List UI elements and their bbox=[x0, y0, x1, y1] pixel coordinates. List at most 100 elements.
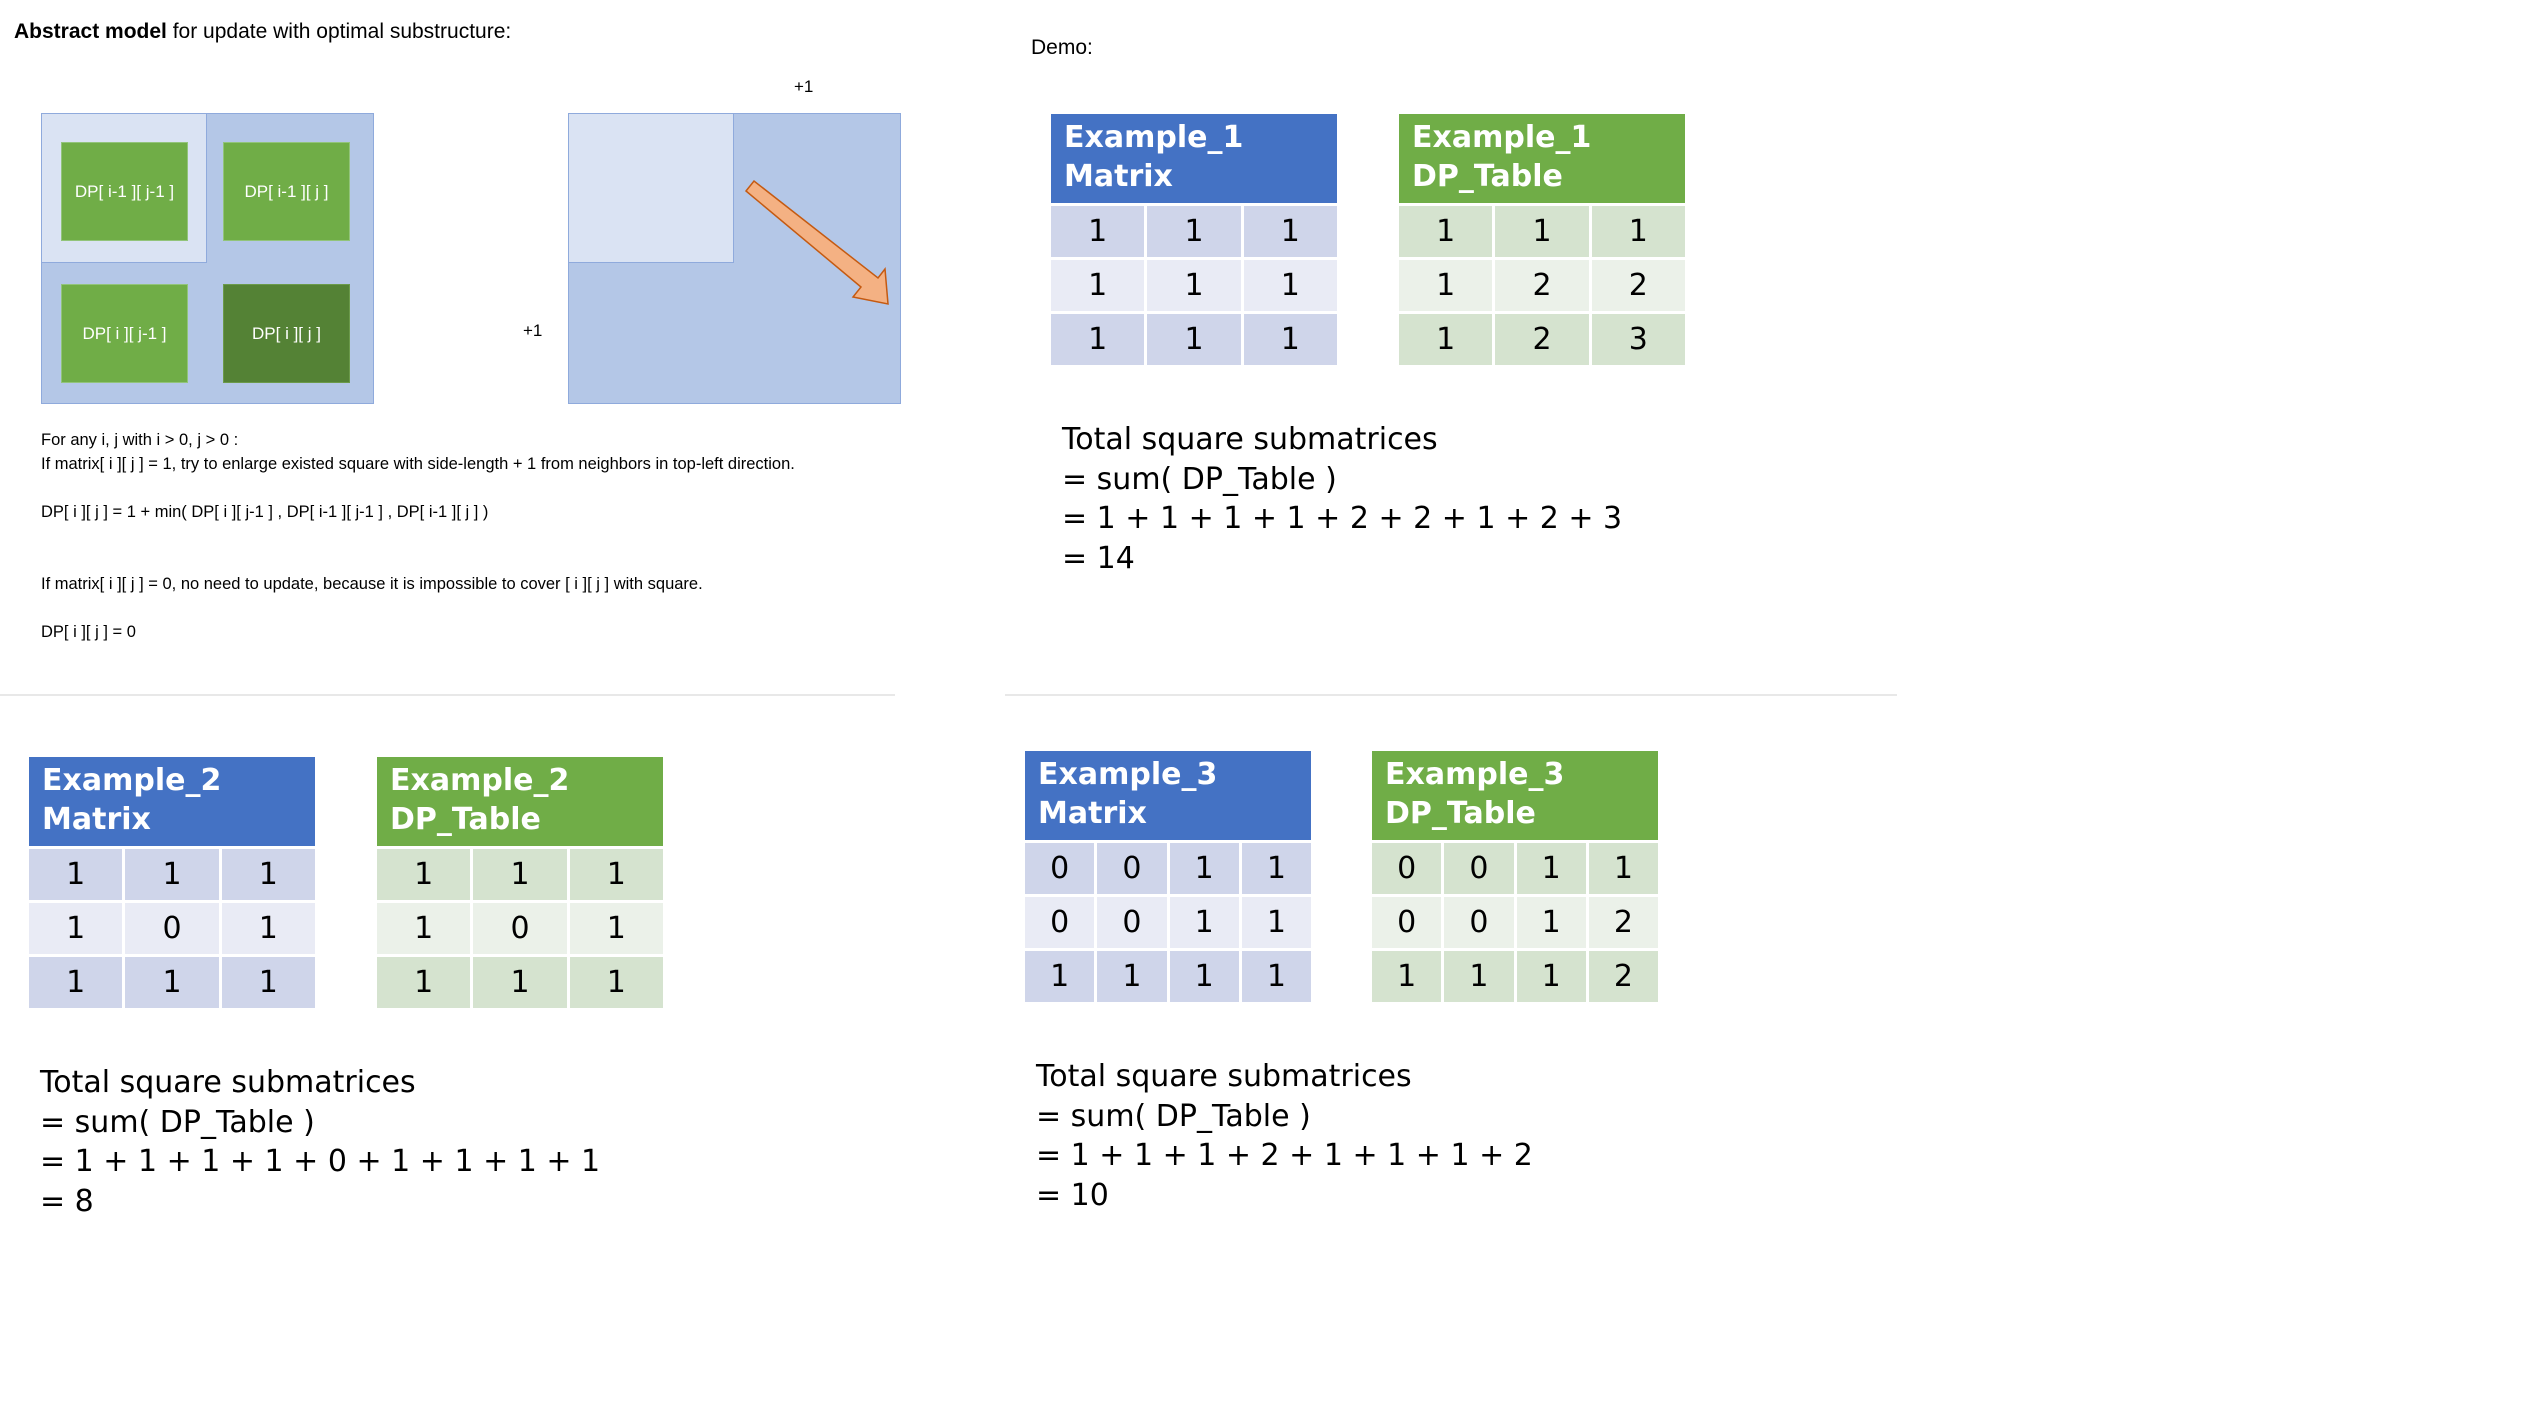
table-cell: 1 bbox=[1238, 894, 1315, 951]
dp-cell-bottom-left: DP[ i ][ j-1 ] bbox=[61, 284, 188, 383]
example2-matrix-title: Example_2 bbox=[42, 763, 222, 798]
example2-dp-table: 1 1 1 1 0 1 1 1 1 bbox=[373, 846, 667, 1011]
table-cell: 1 bbox=[122, 846, 222, 903]
example1-calculation: Total square submatrices = sum( DP_Table… bbox=[1062, 420, 1622, 578]
calc-line: Total square submatrices bbox=[1062, 422, 1438, 457]
table-row: 0 0 1 1 bbox=[1021, 840, 1315, 897]
note-rule-one: If matrix[ i ][ j ] = 1, try to enlarge … bbox=[41, 455, 795, 473]
table-cell: 2 bbox=[1585, 894, 1662, 951]
table-cell: 1 bbox=[373, 900, 474, 957]
table-cell: 1 bbox=[1585, 840, 1662, 897]
table-cell: 1 bbox=[566, 846, 667, 903]
plus-one-label-left: +1 bbox=[523, 321, 543, 340]
example3-dp-table: 0 0 1 1 0 0 1 2 1 1 1 2 bbox=[1368, 840, 1662, 1005]
example1-dp-title: Example_1 bbox=[1412, 120, 1592, 155]
table-cell: 1 bbox=[1144, 203, 1244, 260]
table-cell: 1 bbox=[373, 954, 474, 1011]
dp-cell-top-left: DP[ i-1 ][ j-1 ] bbox=[61, 142, 188, 241]
table-cell: 1 bbox=[1047, 311, 1148, 368]
table-cell: 1 bbox=[1513, 894, 1589, 951]
note-condition: For any i, j with i > 0, j > 0 : bbox=[41, 431, 239, 449]
table-cell: 1 bbox=[1166, 894, 1242, 951]
table-cell: 1 bbox=[1144, 311, 1244, 368]
example1-dp-table: 1 1 1 1 2 2 1 2 3 bbox=[1395, 203, 1689, 368]
page-title-rest: for update with optimal substructure: bbox=[166, 20, 512, 43]
table-cell: 1 bbox=[1166, 948, 1242, 1005]
table-cell: 0 bbox=[470, 900, 570, 957]
table-cell: 0 bbox=[1368, 840, 1445, 897]
table-row: 1 1 1 bbox=[25, 846, 319, 903]
table-cell: 1 bbox=[1144, 257, 1244, 314]
example3-matrix-subtitle: Matrix bbox=[1038, 796, 1147, 831]
plus-one-label-top: +1 bbox=[794, 77, 814, 96]
note-formula-zero: DP[ i ][ j ] = 0 bbox=[41, 623, 136, 641]
table-cell: 1 bbox=[1238, 840, 1315, 897]
example3-matrix-header: Example_3 Matrix bbox=[1025, 751, 1311, 840]
calc-line: = sum( DP_Table ) bbox=[1036, 1098, 1311, 1134]
table-row: 0 0 1 1 bbox=[1021, 894, 1315, 951]
calc-line: = 1 + 1 + 1 + 2 + 1 + 1 + 1 + 2 bbox=[1036, 1138, 1533, 1173]
table-cell: 1 bbox=[566, 900, 667, 957]
table-cell: 3 bbox=[1588, 311, 1689, 368]
table-cell: 0 bbox=[1021, 894, 1098, 951]
divider-left bbox=[0, 694, 895, 696]
calc-line: Total square submatrices bbox=[1036, 1059, 1412, 1094]
calc-line: = 10 bbox=[1036, 1177, 1109, 1213]
table-cell: 1 bbox=[1047, 257, 1148, 314]
example3-matrix-title: Example_3 bbox=[1038, 757, 1218, 792]
page-title: Abstract model for update with optimal s… bbox=[14, 20, 511, 44]
table-cell: 2 bbox=[1585, 948, 1662, 1005]
table-row: 1 1 1 bbox=[1047, 257, 1341, 314]
note-formula: DP[ i ][ j ] = 1 + min( DP[ i ][ j-1 ] ,… bbox=[41, 503, 489, 521]
example1-matrix-header: Example_1 Matrix bbox=[1051, 114, 1337, 203]
table-cell: 1 bbox=[470, 954, 570, 1011]
table-row: 1 1 1 bbox=[373, 846, 667, 903]
calc-line: = 1 + 1 + 1 + 1 + 2 + 2 + 1 + 2 + 3 bbox=[1062, 501, 1623, 536]
table-cell: 1 bbox=[373, 846, 474, 903]
table-cell: 1 bbox=[1513, 948, 1589, 1005]
table-cell: 0 bbox=[1441, 894, 1517, 951]
table-cell: 2 bbox=[1492, 311, 1592, 368]
table-cell: 1 bbox=[218, 954, 319, 1011]
table-row: 1 1 1 bbox=[1395, 203, 1689, 260]
example2-matrix-table: 1 1 1 1 0 1 1 1 1 bbox=[25, 846, 319, 1011]
table-cell: 2 bbox=[1588, 257, 1689, 314]
table-cell: 1 bbox=[122, 954, 222, 1011]
example1-matrix-title: Example_1 bbox=[1064, 120, 1244, 155]
example2-dp-header: Example_2 DP_Table bbox=[377, 757, 663, 846]
table-cell: 1 bbox=[1166, 840, 1242, 897]
table-row: 1 1 1 bbox=[373, 954, 667, 1011]
table-row: 0 0 1 2 bbox=[1368, 894, 1662, 951]
diagonal-arrow-icon bbox=[744, 179, 889, 305]
calc-line: = sum( DP_Table ) bbox=[40, 1104, 315, 1140]
demo-label: Demo: bbox=[1031, 36, 1093, 59]
divider-right bbox=[1005, 694, 1897, 696]
example3-dp-subtitle: DP_Table bbox=[1385, 796, 1536, 831]
dp-cell-bottom-right: DP[ i ][ j ] bbox=[223, 284, 350, 383]
table-row: 1 1 1 bbox=[1047, 203, 1341, 260]
note-rule-zero: If matrix[ i ][ j ] = 0, no need to upda… bbox=[41, 575, 703, 593]
table-cell: 1 bbox=[1368, 948, 1445, 1005]
table-cell: 0 bbox=[122, 900, 222, 957]
table-row: 1 1 1 2 bbox=[1368, 948, 1662, 1005]
table-cell: 0 bbox=[1094, 894, 1170, 951]
calc-line: = 1 + 1 + 1 + 1 + 0 + 1 + 1 + 1 + 1 bbox=[40, 1144, 601, 1179]
example1-matrix-subtitle: Matrix bbox=[1064, 159, 1173, 194]
table-cell: 1 bbox=[1588, 203, 1689, 260]
table-cell: 1 bbox=[1395, 257, 1496, 314]
example3-calculation: Total square submatrices = sum( DP_Table… bbox=[1036, 1057, 1533, 1215]
table-row: 1 0 1 bbox=[25, 900, 319, 957]
example3-dp-header: Example_3 DP_Table bbox=[1372, 751, 1658, 840]
example2-calculation: Total square submatrices = sum( DP_Table… bbox=[40, 1063, 600, 1221]
table-cell: 1 bbox=[1238, 948, 1315, 1005]
table-row: 1 0 1 bbox=[373, 900, 667, 957]
table-cell: 1 bbox=[1395, 203, 1496, 260]
table-cell: 1 bbox=[1240, 203, 1341, 260]
table-cell: 1 bbox=[218, 846, 319, 903]
existing-square bbox=[568, 113, 734, 263]
calc-line: Total square submatrices bbox=[40, 1065, 416, 1100]
example1-dp-header: Example_1 DP_Table bbox=[1399, 114, 1685, 203]
table-cell: 1 bbox=[1441, 948, 1517, 1005]
example2-matrix-header: Example_2 Matrix bbox=[29, 757, 315, 846]
table-cell: 2 bbox=[1492, 257, 1592, 314]
